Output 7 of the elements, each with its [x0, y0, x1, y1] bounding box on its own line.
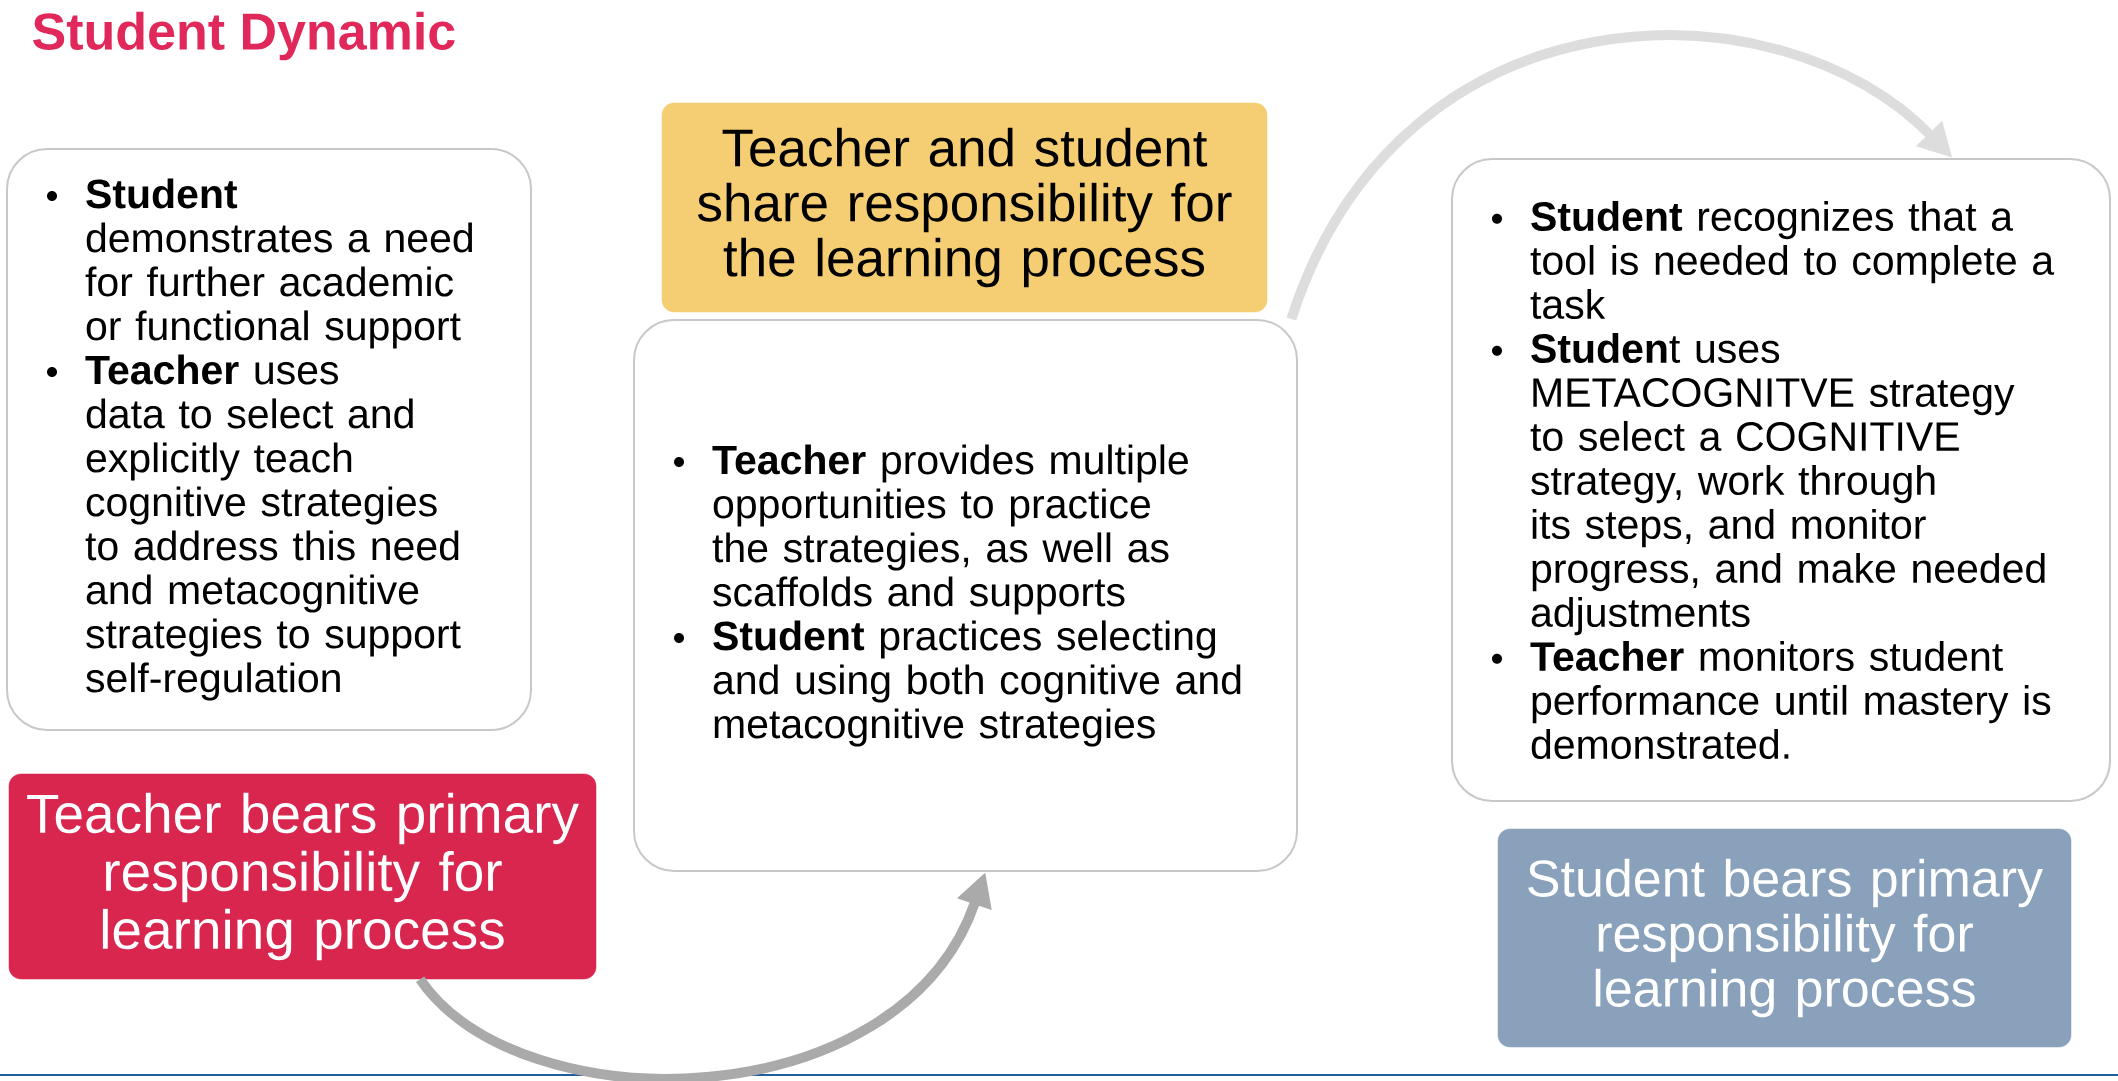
header-box: Teacher and student share responsibility for the learning process	[661, 102, 1268, 313]
bullet-list-box: Student demonstrates a need for further academic or functional support Teacher uses data to select and explicitly teach cognitive strategies to address this need and metacognitive strategies to support self-regulation	[6, 148, 532, 731]
bullet-list-box: Student recognizes that a tool is needed to complete a task Student uses METACOGNITVE strategy to select a COGNITIVE strategy, work through its steps, and monitor progress, and make needed adjustments Teacher monitors student performance until mastery is demonstrated.	[1451, 158, 2111, 802]
title: Student Dynamic	[33, 11, 455, 61]
header-box: Student bears primary responsibility for learning process	[1497, 828, 2072, 1048]
header-box: Teacher bears primary responsibility for learning process	[8, 773, 597, 980]
bullet-list-box: Teacher provides multiple opportunities to practice the strategies, as well as scaffolds and supports Student practices selecting and using both cognitive and metacognitive strategies	[633, 319, 1298, 872]
